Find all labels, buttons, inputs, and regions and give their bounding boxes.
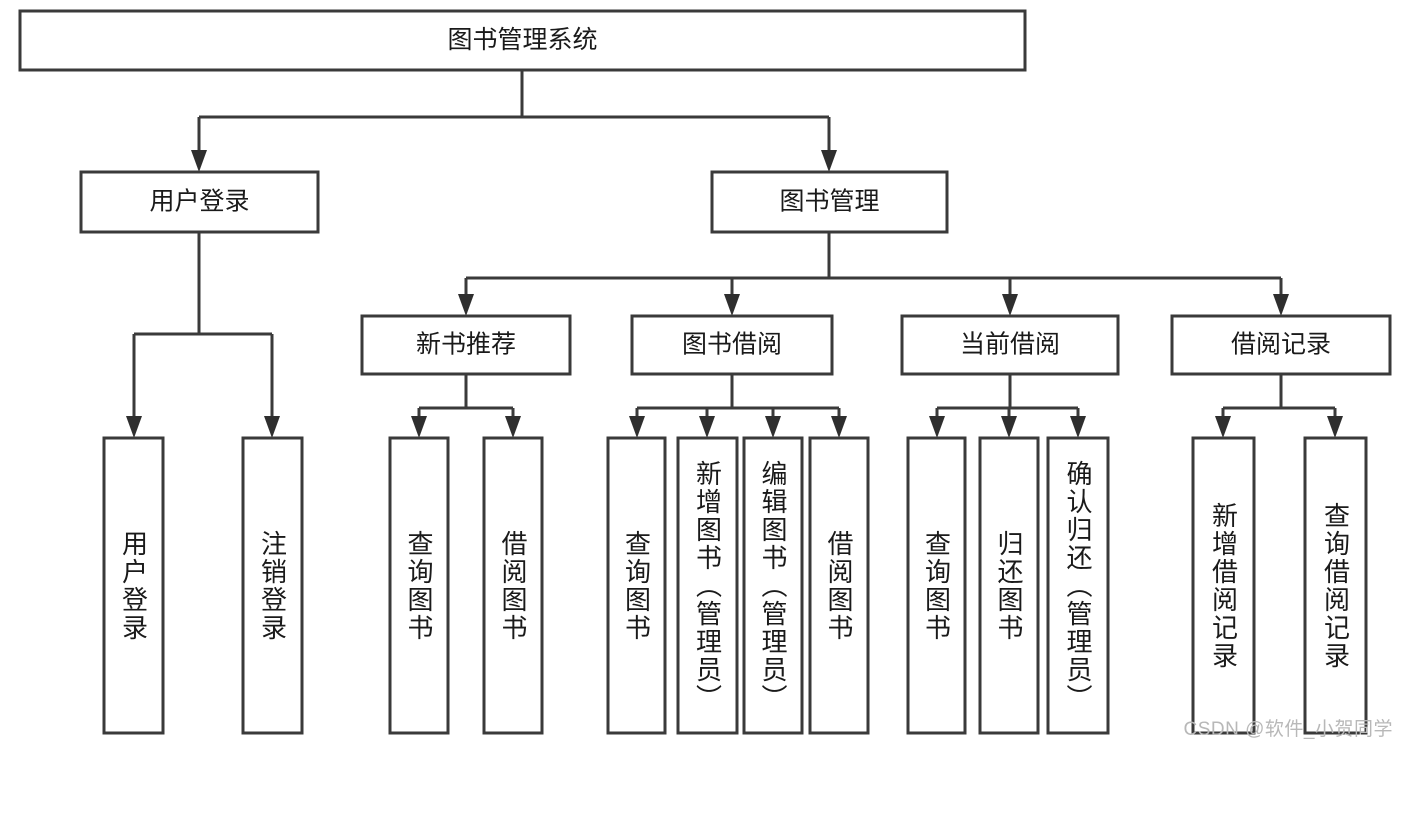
node-label-root: 图书管理系统 bbox=[447, 26, 597, 54]
node-box-level2-2[interactable] bbox=[900, 314, 1120, 376]
arrow-head-icon bbox=[629, 416, 645, 438]
node-box-level2-3[interactable] bbox=[1170, 314, 1392, 376]
arrow-head-icon bbox=[1001, 416, 1017, 438]
arrow-head-icon bbox=[765, 416, 781, 438]
arrow-head-icon bbox=[264, 416, 280, 438]
arrow-head-icon bbox=[929, 416, 945, 438]
connector-layer bbox=[126, 70, 1343, 438]
node-label-level2-1: 图书借阅 bbox=[682, 331, 782, 359]
node-label-level2-0: 新书推荐 bbox=[416, 331, 516, 359]
arrow-head-icon bbox=[1070, 416, 1086, 438]
node-box-leaf-6[interactable] bbox=[742, 436, 804, 735]
node-label-level2-2: 当前借阅 bbox=[960, 331, 1060, 359]
node-box-leaf-7[interactable] bbox=[808, 436, 870, 735]
arrow-head-icon bbox=[191, 150, 207, 172]
node-box-leaf-9[interactable] bbox=[978, 436, 1040, 735]
arrow-head-icon bbox=[126, 416, 142, 438]
arrow-head-icon bbox=[411, 416, 427, 438]
functional-structure-diagram: 图书管理系统用户登录图书管理新书推荐图书借阅当前借阅借阅记录 用户登录注销登录查… bbox=[18, 9, 1393, 740]
arrow-head-icon bbox=[1273, 294, 1289, 316]
node-box-leaf-3[interactable] bbox=[482, 436, 544, 735]
node-box-level1-0[interactable] bbox=[79, 170, 320, 234]
node-box-level2-0[interactable] bbox=[360, 314, 572, 376]
node-box-leaf-10[interactable] bbox=[1046, 436, 1110, 735]
arrow-head-icon bbox=[821, 150, 837, 172]
node-box-level1-1[interactable] bbox=[710, 170, 949, 234]
node-box-level2-1[interactable] bbox=[630, 314, 834, 376]
arrow-head-icon bbox=[458, 294, 474, 316]
node-box-leaf-5[interactable] bbox=[676, 436, 739, 735]
node-box-leaf-8[interactable] bbox=[906, 436, 967, 735]
node-box-leaf-1[interactable] bbox=[241, 436, 304, 735]
arrow-head-icon bbox=[505, 416, 521, 438]
node-box-leaf-12[interactable] bbox=[1303, 436, 1368, 735]
arrow-head-icon bbox=[1327, 416, 1343, 438]
node-box-layer bbox=[18, 9, 1392, 735]
node-box-leaf-11[interactable] bbox=[1191, 436, 1256, 735]
node-box-leaf-2[interactable] bbox=[388, 436, 450, 735]
arrow-head-icon bbox=[1002, 294, 1018, 316]
node-label-level1-1: 图书管理 bbox=[779, 188, 879, 216]
arrow-head-icon bbox=[831, 416, 847, 438]
node-box-root[interactable] bbox=[18, 9, 1027, 72]
arrow-head-icon bbox=[699, 416, 715, 438]
node-box-leaf-0[interactable] bbox=[102, 436, 165, 735]
csdn-watermark: CSDN @软件_小贺同学 bbox=[1183, 719, 1393, 740]
node-label-level2-3: 借阅记录 bbox=[1231, 331, 1331, 359]
node-box-leaf-4[interactable] bbox=[606, 436, 667, 735]
node-label-level1-0: 用户登录 bbox=[149, 188, 249, 216]
arrow-head-icon bbox=[724, 294, 740, 316]
arrow-head-icon bbox=[1215, 416, 1231, 438]
